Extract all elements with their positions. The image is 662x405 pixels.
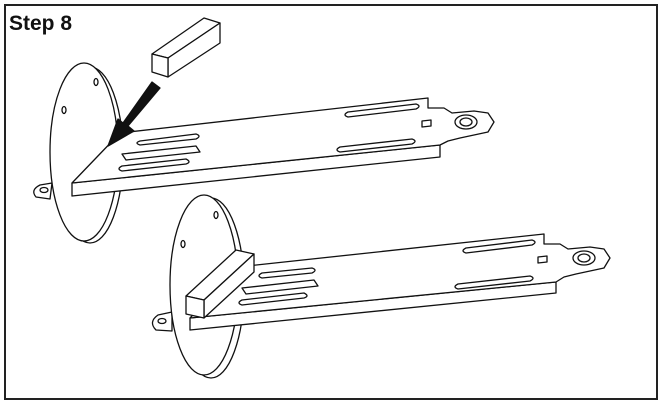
bottom-disc-hole-2 [181,241,185,248]
top-slot-4 [345,104,419,117]
top-disc-hole-1 [94,79,98,86]
top-slot-5 [337,139,415,152]
top-slot-2 [122,146,200,160]
top-plate-eye-hole [460,118,472,126]
bottom-slot-3 [239,293,307,305]
top-left-tab-hole [40,188,48,193]
top-assembly [34,18,494,243]
top-disc-hole-2 [62,107,66,114]
bottom-slot-4 [463,240,535,253]
bottom-assembly [152,195,610,378]
bottom-slot-5 [455,276,533,289]
bottom-plate-eye-hole [578,254,590,262]
top-plate-notch [422,120,431,127]
top-slot-3 [119,159,189,171]
rectangular-block [152,18,220,77]
arrow-down-left-icon [108,82,160,146]
bottom-plate-notch [538,256,547,263]
top-slot-1 [137,134,199,145]
bottom-slot-1 [259,268,315,278]
bottom-disc-hole-1 [214,212,218,219]
installed-block [186,250,254,318]
step-title: Step 8 [9,12,73,35]
bottom-slot-2 [242,280,318,294]
bottom-left-tab-hole [158,319,166,324]
